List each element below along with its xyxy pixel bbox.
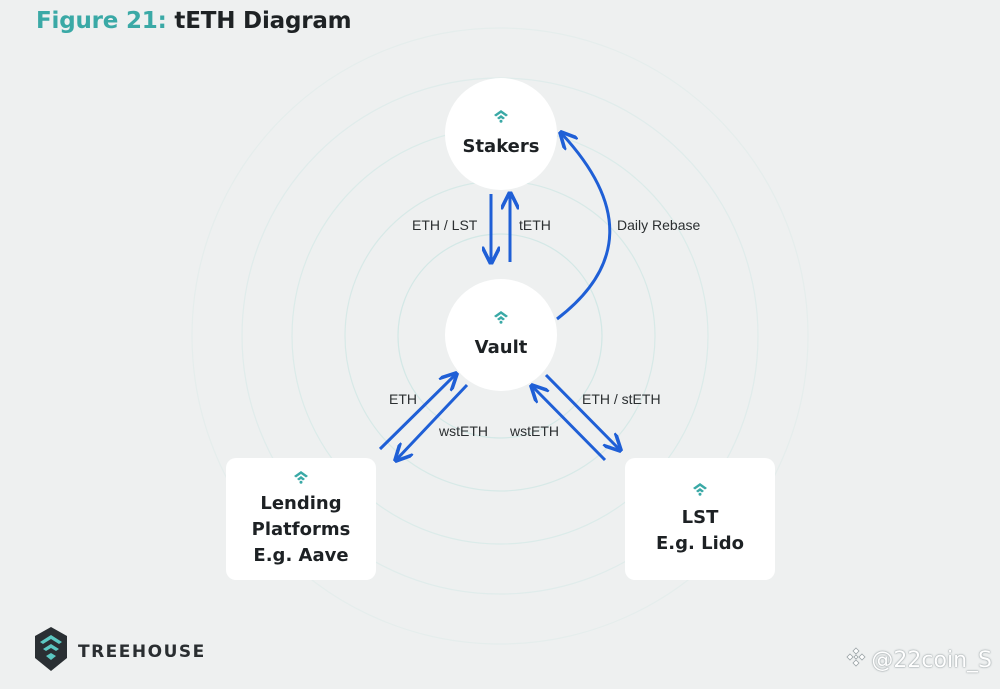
- brand-name: TREEHOUSE: [78, 641, 206, 662]
- treehouse-logo-icon: [493, 310, 509, 329]
- edge-label-eth-steth: ETH / stETH: [582, 391, 661, 407]
- watermark-text: @22coin_S: [871, 647, 992, 673]
- background-rings: [191, 27, 809, 645]
- lst-label-line-2: E.g. Lido: [655, 532, 744, 554]
- ring: [397, 233, 603, 439]
- lending-platforms-node: Lending Platforms E.g. Aave: [226, 458, 376, 580]
- edge-label-eth-lst: ETH / LST: [412, 217, 478, 233]
- edge-label-daily-rebase: Daily Rebase: [617, 217, 701, 233]
- stakers-label: Stakers: [462, 135, 540, 157]
- treehouse-logo-icon: [34, 626, 68, 677]
- edge-label-teth: tETH: [519, 217, 551, 233]
- ring: [191, 27, 809, 645]
- arrow-lending-to-vault: [378, 375, 455, 451]
- binance-diamond-icon: [845, 646, 867, 674]
- figure-title: Figure 21: tETH Diagram: [36, 8, 352, 34]
- lst-label-line-1: LST: [681, 506, 719, 528]
- vault-node: Vault: [445, 279, 557, 391]
- flow-arrows: [378, 134, 619, 462]
- lending-label-line-1: Lending: [260, 492, 342, 514]
- edge-label-wsteth-lst: wstETH: [510, 423, 559, 439]
- treehouse-logo-icon: [293, 470, 309, 489]
- arrow-daily-rebase: [556, 134, 612, 321]
- vault-label: Vault: [474, 336, 528, 358]
- lending-label-line-3: E.g. Aave: [253, 544, 349, 566]
- figure-title-text: tETH Diagram: [174, 8, 352, 34]
- edge-label-eth: ETH: [389, 391, 417, 407]
- arrow-lst-to-vault: [533, 387, 607, 462]
- figure-number: Figure 21:: [36, 8, 167, 34]
- arrow-vault-to-lending: [397, 383, 469, 459]
- stakers-node: Stakers: [445, 78, 557, 190]
- treehouse-logo-icon: [692, 482, 708, 501]
- watermark: @22coin_S: [845, 646, 992, 674]
- lst-node: LST E.g. Lido: [625, 458, 775, 580]
- edge-label-wsteth-lending: wstETH: [439, 423, 488, 439]
- treehouse-logo-icon: [493, 109, 509, 128]
- arrow-vault-to-lst: [544, 373, 619, 449]
- lending-label-line-2: Platforms: [251, 518, 351, 540]
- treehouse-brand: TREEHOUSE: [34, 626, 206, 677]
